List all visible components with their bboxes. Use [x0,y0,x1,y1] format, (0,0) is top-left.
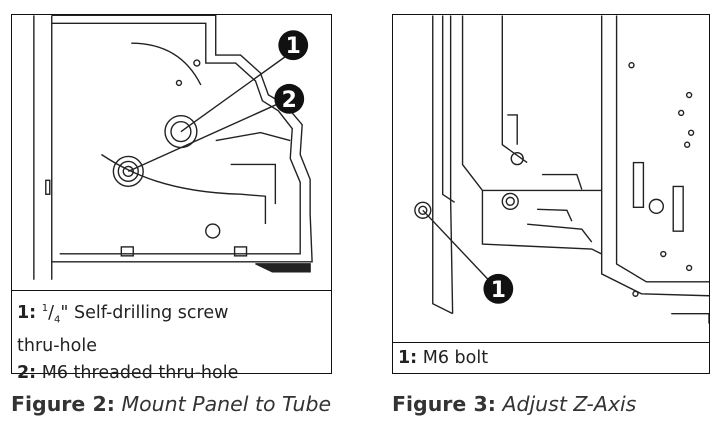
figure-3-panel: 1 1: M6 bolt [392,14,710,374]
callout-1-marker: 1 [483,273,514,304]
legend-item-1-continuation: thru-hole [17,336,97,357]
figure-2-caption-label: Figure 2: [11,392,115,416]
figure-3-caption-label: Figure 3: [392,392,496,416]
figure-3-drawing: 1 [393,15,709,343]
callout-1-label: 1 [286,34,301,59]
figure-3-caption: Figure 3: Adjust Z-Axis [392,392,636,416]
legend-item-1: 1: M6 bolt [398,345,488,372]
figure-2-drawing: 1 2 [12,15,331,291]
figure-2-legend: 1: 1/4" Self-drilling screw thru-hole 2:… [17,295,238,387]
fraction-denominator: 4 [54,314,61,326]
fraction-numerator: 1 [41,303,49,314]
legend-item-2: 2: M6 threaded thru-hole [17,360,238,387]
callout-1-marker: 1 [278,30,309,61]
legend-item-1-number: 1: [17,302,37,323]
figure-2-caption: Figure 2: Mount Panel to Tube [11,392,331,416]
figure-2-caption-title: Mount Panel to Tube [121,392,332,416]
legend-item-1-number: 1: [398,348,418,368]
figure-2-panel: 1 2 1: 1/4" Self-drilling screw thru-hol… [11,14,332,383]
callout-2-marker: 2 [274,83,305,114]
adjust-z-axis-illustration: 1 [414,15,709,324]
figure-3-legend: 1: M6 bolt [398,345,488,372]
legend-item-2-text: M6 threaded thru-hole [41,363,239,384]
mount-panel-illustration: 1 2 [33,15,313,280]
legend-item-1: 1: 1/4" Self-drilling screw [17,295,238,333]
legend-item-1-text: M6 bolt [422,348,489,368]
figure-3-caption-title: Adjust Z-Axis [502,392,637,416]
legend-item-1-text: " Self-drilling screw [60,302,229,323]
callout-2-label: 2 [282,88,297,113]
callout-1-label: 1 [491,278,506,303]
fraction: 1/4 [41,302,61,326]
legend-item-2-number: 2: [17,363,37,384]
